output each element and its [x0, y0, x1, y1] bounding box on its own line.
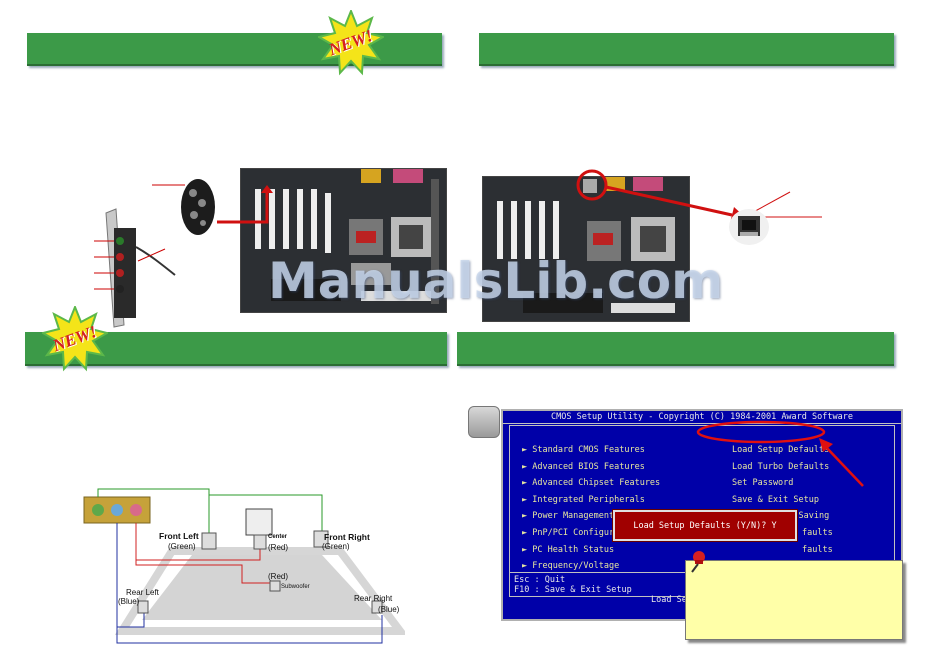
load-defaults-dialog-text: Load Setup Defaults (Y/N)? Y [633, 520, 777, 531]
starburst-icon [316, 8, 386, 76]
subwoofer-label: Subwoofer [281, 584, 310, 590]
bios-menu-item[interactable]: ► Standard CMOS Features [522, 445, 645, 455]
bios-menu-item[interactable]: faults [802, 544, 833, 555]
rj45-port-icon [729, 209, 769, 245]
bios-menu-item[interactable]: ► PnP/PCI Configura [522, 527, 620, 538]
rear-right-label: Rear Right [354, 594, 393, 603]
bios-menu-item[interactable]: Save & Exit Setup [732, 494, 819, 505]
center-color-label: (Red) [268, 543, 289, 552]
pushpin-icon [691, 551, 705, 573]
front-right-color-label: (Green) [322, 542, 350, 551]
bios-menu-item[interactable]: ► Advanced BIOS Features [522, 461, 645, 472]
bios-menu-item[interactable]: Set Password [732, 478, 794, 489]
bios-left-menu: ► Standard CMOS Features ► Advanced BIOS… [522, 442, 660, 575]
bios-menu-item[interactable]: Load Turbo Defaults [732, 461, 830, 472]
bios-f10-hint: F10 : Save & Exit Setup [514, 585, 632, 595]
front-left-label: Front Left [159, 531, 199, 541]
rear-right-color-label: (Blue) [378, 605, 400, 614]
new-badge-top: NEW! [316, 8, 386, 76]
bios-esc-hint: Esc : Quit [514, 575, 566, 585]
bios-menu-item[interactable]: ► Advanced Chipset Features [522, 478, 661, 489]
front-left-color-label: (Green) [168, 542, 196, 551]
sticky-note [685, 560, 903, 640]
bios-menu-item[interactable]: ► Integrated Peripherals [522, 494, 645, 505]
step-number-button [468, 406, 500, 438]
rear-left-color-label: (Blue) [118, 597, 140, 606]
subwoofer-color-label: (Red) [268, 572, 289, 581]
speaker-setup-diagram: Front Left (Green) Center (Red) Front Ri… [82, 485, 405, 648]
bios-menu-item-load-setup-defaults[interactable]: Load Setup Defaults [732, 445, 830, 455]
bios-title: CMOS Setup Utility - Copyright (C) 1984-… [503, 411, 901, 424]
bios-menu-item[interactable]: ► Frequency/Voltage [522, 561, 620, 572]
load-defaults-dialog[interactable]: Load Setup Defaults (Y/N)? Y [613, 510, 797, 541]
bios-menu-item[interactable]: ► Power Management Setup [522, 511, 645, 522]
highlight-callout-arrow [696, 420, 864, 487]
starburst-icon [40, 304, 110, 372]
new-badge-mid: NEW! [40, 304, 110, 372]
lan-highlight-callout [576, 169, 822, 223]
bios-menu-item[interactable]: ► PC Health Status [522, 544, 615, 555]
motherboard-image-left [240, 168, 447, 313]
center-label: Center [268, 534, 288, 540]
audio-bracket-illustration [94, 179, 215, 328]
motherboard-image-right [482, 176, 690, 322]
section-header-bar-top-right [479, 33, 894, 66]
section-header-bar-mid-right [457, 332, 894, 366]
bios-menu-item[interactable]: faults [802, 527, 833, 538]
rear-left-label: Rear Left [126, 588, 159, 597]
bios-status-line: Load Se [651, 595, 687, 605]
front-right-label: Front Right [324, 532, 370, 542]
connector-arrow-left [217, 185, 273, 224]
